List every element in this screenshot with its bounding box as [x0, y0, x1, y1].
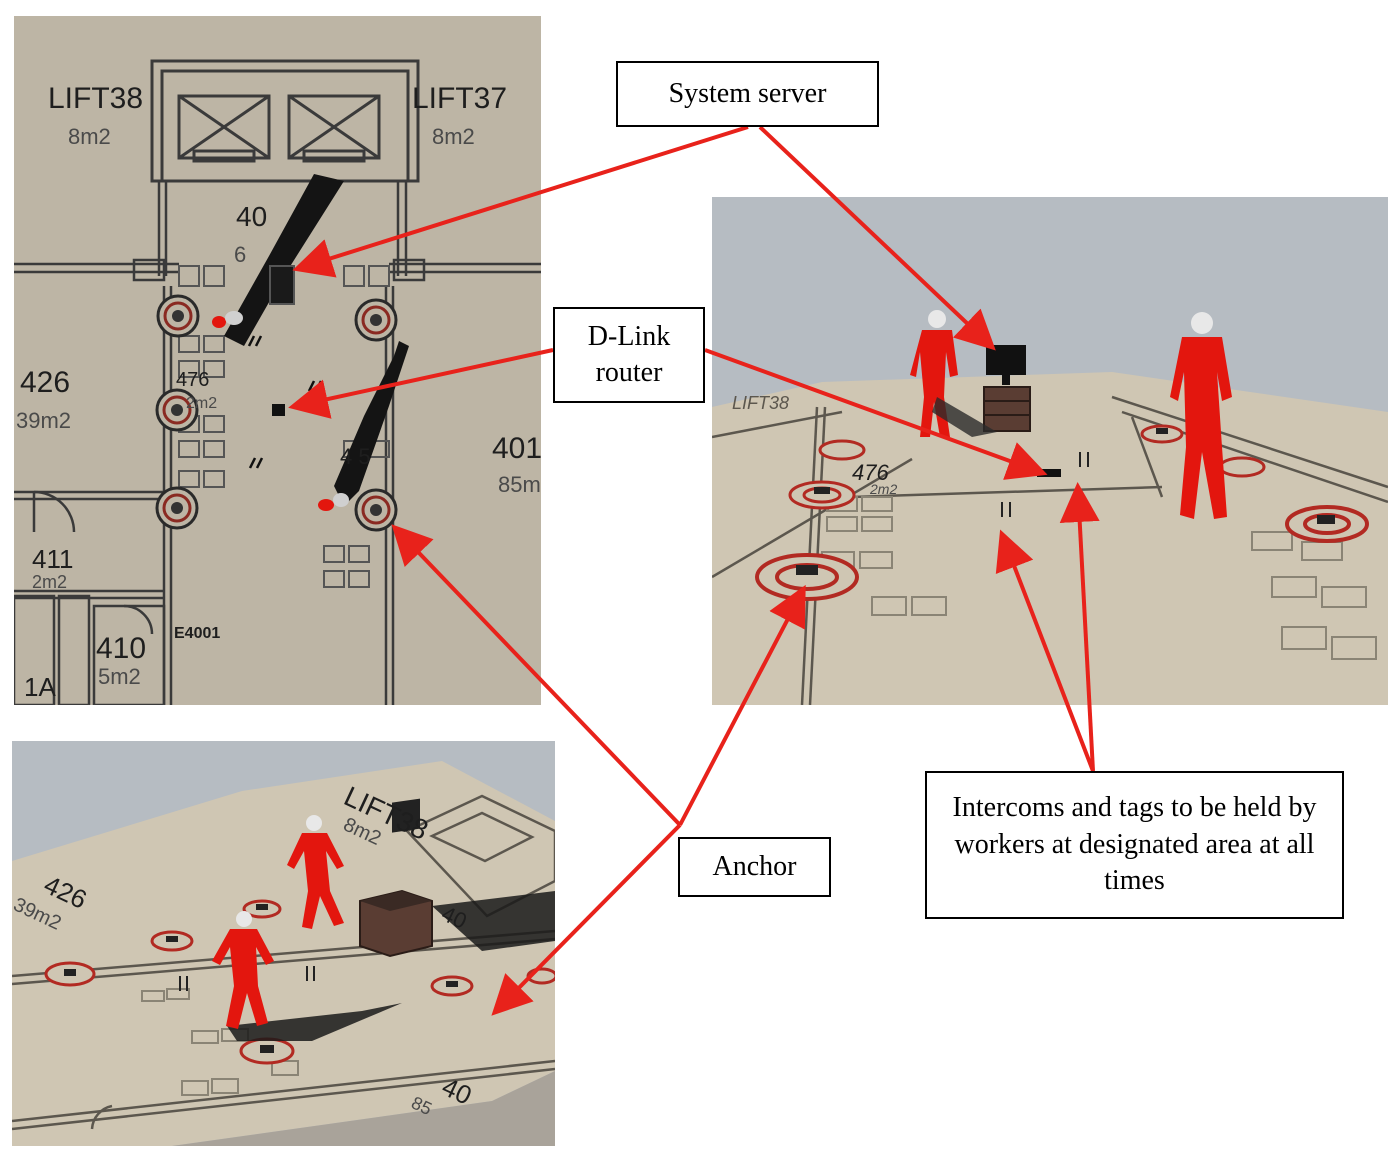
router-right: [1037, 469, 1061, 477]
scene-3d-bottom-left: LIFT38 8m2 426 39m2 40 40 85: [12, 741, 555, 1146]
label-room-410: 410: [96, 632, 146, 665]
floorplan-top-view: LIFT38 8m2 LIFT37 8m2 40 6 426 39m2 476 …: [14, 16, 541, 705]
floorplan-drawing: LIFT38 8m2 LIFT37 8m2 40 6 426 39m2 476 …: [14, 16, 541, 705]
label-lift37: LIFT37: [412, 82, 507, 115]
label-room-426-area: 39m2: [16, 408, 71, 433]
label-room-411-area: 2m2: [32, 572, 67, 592]
callout-system-server: System server: [616, 61, 879, 127]
scene-3d-bottom-drawing: LIFT38 8m2 426 39m2 40 40 85: [12, 741, 555, 1146]
server-desk-bottom: [359, 798, 555, 958]
callout-anchor: Anchor: [678, 837, 831, 897]
callout-dlink-router: D-Link router: [553, 307, 705, 403]
label-room-40-area: 6: [234, 242, 246, 267]
arrow-anchor-bottom: [491, 823, 682, 1016]
arrow-anchor-top: [391, 524, 682, 827]
label-room-4-5: 4 5: [340, 444, 371, 469]
label-right-room-476: 476: [852, 460, 889, 485]
arrow-system-server-right: [758, 125, 996, 351]
label-room-476-area: 2m2: [186, 395, 217, 412]
arrow-intercoms-right: [1059, 482, 1100, 772]
worker-top-1: [212, 316, 226, 328]
arrow-intercoms-left: [995, 529, 1095, 772]
scene-3d-right: LIFT38 476 2m2: [712, 197, 1388, 705]
server-desk-right: [983, 345, 1031, 432]
label-right-lift38: LIFT38: [732, 393, 789, 413]
label-lift38-area: 8m2: [68, 124, 111, 149]
worker-bottom-1: [287, 815, 344, 929]
label-room-476: 476: [176, 369, 209, 391]
arrow-system-server-top: [292, 125, 749, 278]
arrow-router-top: [288, 348, 554, 419]
label-room-411: 411: [32, 544, 73, 574]
label-lift38: LIFT38: [48, 82, 143, 115]
callout-intercoms: Intercoms and tags to be held by workers…: [925, 771, 1344, 919]
label-room-40: 40: [236, 201, 267, 232]
label-room-410-area: 5m2: [98, 664, 141, 689]
server-box: [269, 265, 295, 305]
label-right-room-476-area: 2m2: [869, 481, 897, 497]
label-room-1a: 1A: [24, 672, 56, 702]
arrow-router-right: [704, 348, 1048, 480]
worker-bottom-2: [212, 911, 274, 1029]
worker-right-1: [910, 310, 997, 437]
label-room-426: 426: [20, 366, 70, 399]
scene-3d-right-drawing: LIFT38 476 2m2: [712, 197, 1388, 705]
worker-top-2: [318, 499, 334, 511]
label-room-401: 401: [492, 432, 541, 465]
router-box: [272, 404, 285, 416]
label-lift37-area: 8m2: [432, 124, 475, 149]
worker-right-2: [1170, 312, 1232, 519]
label-e4001: E4001: [174, 625, 220, 642]
label-room-401-area: 85m: [498, 472, 541, 497]
arrow-anchor-right: [678, 584, 806, 826]
anchor-group-top: [155, 294, 398, 532]
